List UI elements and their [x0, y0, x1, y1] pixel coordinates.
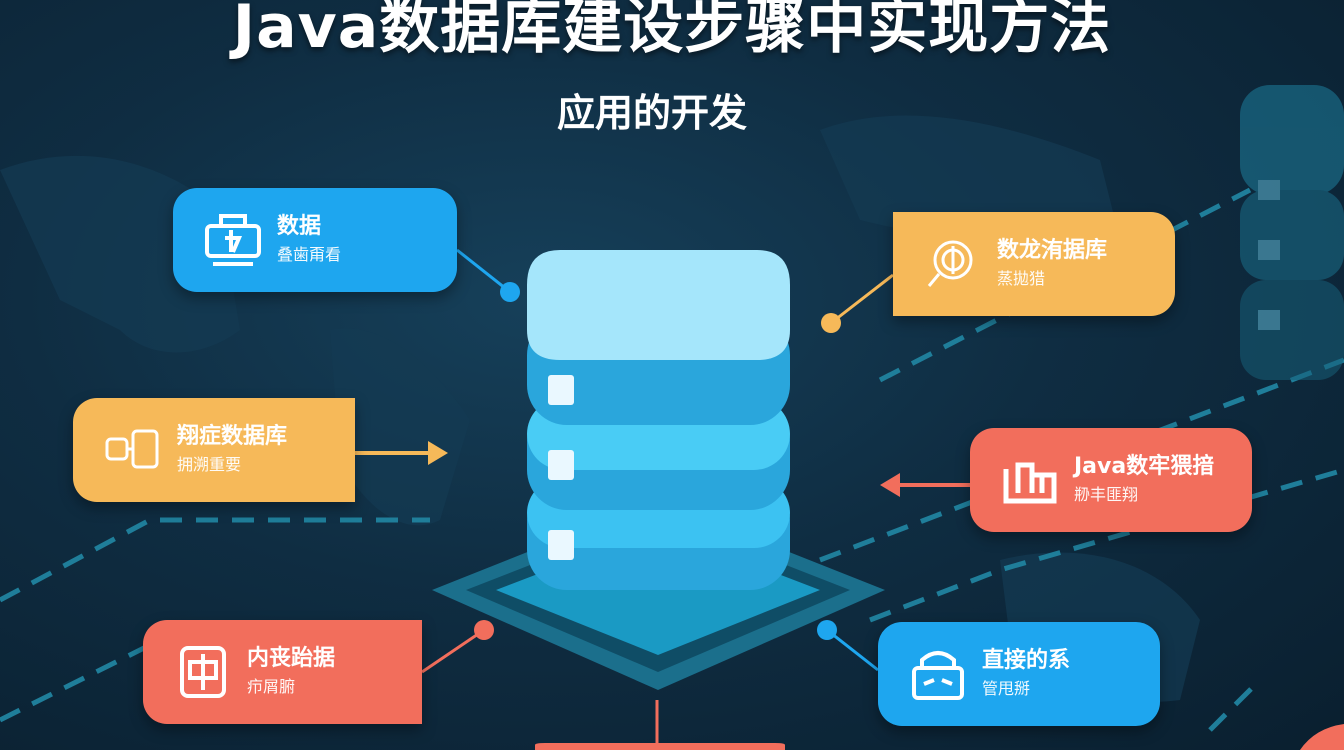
card-title: 内丧跆据	[247, 646, 336, 671]
drive-slot	[548, 530, 574, 560]
network-icon	[101, 418, 165, 482]
card-title: Java数牢猥揞	[1074, 454, 1215, 479]
card-title: 数据	[277, 214, 322, 239]
printer-icon	[201, 208, 265, 272]
search-icon	[921, 232, 985, 296]
frame-icon	[171, 640, 235, 704]
card-subtitle: 疖屑腑	[247, 677, 296, 696]
card-subtitle: 叠歯甭看	[277, 245, 342, 264]
drive-slot	[548, 450, 574, 480]
card-internal-data: 内丧跆据疖屑腑	[143, 620, 422, 724]
drive-slot	[548, 375, 574, 405]
card-subtitle: 剙丰匪翔	[1074, 485, 1139, 504]
connector-dot	[500, 282, 520, 302]
chart-icon	[998, 448, 1062, 512]
card-subtitle: 管甩掰	[982, 679, 1031, 698]
card-direct-system: 直接的系管甩掰	[878, 622, 1160, 726]
connector-dot	[821, 313, 841, 333]
card-title: 直接的系	[982, 648, 1071, 673]
bottom-card-partial	[535, 743, 785, 750]
corner-circle-partial	[1300, 724, 1344, 750]
database-cylinder	[527, 250, 790, 590]
card-database-important: 翔症数据库拥溯重要	[73, 398, 355, 502]
connector-dot	[474, 620, 494, 640]
card-subtitle: 蒸拋猎	[997, 269, 1046, 288]
page-subtitle: 应用的开发	[556, 91, 747, 135]
card-database-search: 数龙洧据库蒸拋猎	[893, 212, 1175, 316]
card-data: 数据叠歯甭看	[173, 188, 457, 292]
lock-icon	[906, 642, 970, 706]
card-title: 翔症数据库	[177, 424, 288, 449]
card-title: 数龙洧据库	[997, 238, 1108, 263]
connector-dot	[817, 620, 837, 640]
background-database	[1240, 85, 1344, 380]
arrow-head	[428, 441, 448, 465]
arrow-head	[880, 473, 900, 497]
card-java-database: Java数牢猥揞剙丰匪翔	[970, 428, 1252, 532]
connectors	[355, 248, 970, 745]
page-title: Java数据库建设步骤中实现方法	[232, 0, 1112, 62]
card-subtitle: 拥溯重要	[177, 455, 242, 474]
